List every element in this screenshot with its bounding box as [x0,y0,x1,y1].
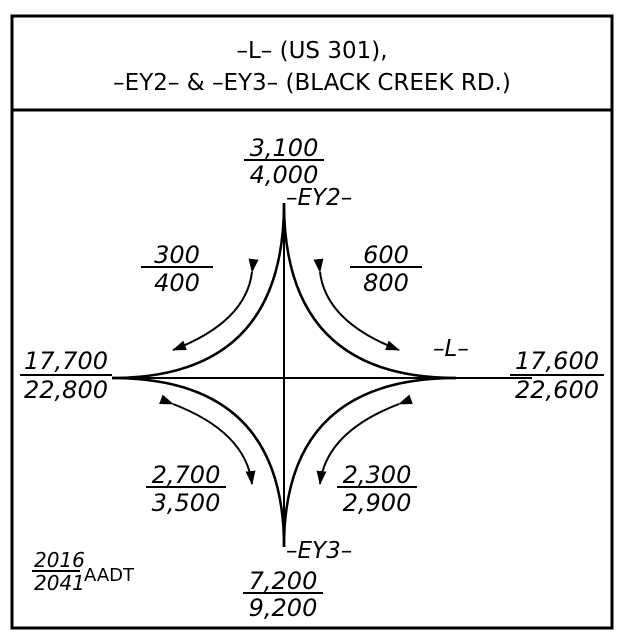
movement-arrows [159,258,413,485]
arrow-ne [313,258,400,351]
road-label-north: –EY2– [286,185,352,211]
diagram-frame [10,14,614,630]
legend-year1: 2016 [34,548,85,572]
volume-se-top: 2,300 [343,461,412,489]
arrow-sw [159,394,256,485]
volume-east-top: 17,600 [515,347,599,375]
volume-ne-top: 600 [363,241,409,269]
volume-sw-bottom: 3,500 [152,489,221,517]
volume-nw-top: 300 [154,241,200,269]
legend-label: AADT [84,565,135,586]
header-title-line1: –L– (US 301), [236,38,387,64]
volume-north-top: 3,100 [250,134,319,162]
legend-year2: 2041 [34,571,85,595]
volume-sw-top: 2,700 [152,461,221,489]
road-label-south: –EY3– [286,538,352,564]
header-title-line2: –EY2– & –EY3– (BLACK CREEK RD.) [113,70,511,96]
volume-south-top: 7,200 [249,567,318,595]
volume-nw-bottom: 400 [154,269,200,297]
volume-east-bottom: 22,600 [515,376,599,404]
volume-se-bottom: 2,900 [343,489,412,517]
volume-west-bottom: 22,800 [24,376,108,404]
volume-ne-bottom: 800 [363,269,409,297]
arrow-nw [172,258,259,351]
volume-south-bottom: 9,200 [249,594,318,622]
arrow-se [316,394,413,485]
volume-west-top: 17,700 [24,347,108,375]
volume-north-bottom: 4,000 [250,161,319,189]
road-label-east: –L– [433,336,469,362]
